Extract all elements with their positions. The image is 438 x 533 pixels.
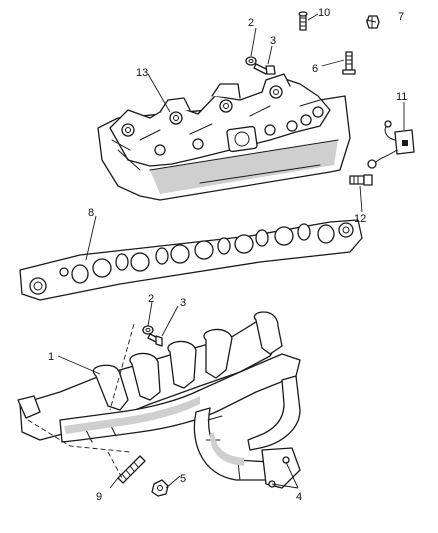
alignment-line-1 bbox=[109, 323, 135, 411]
callout-3-top: 3 bbox=[270, 35, 276, 47]
callout-4: 4 bbox=[296, 491, 302, 503]
callout-7: 7 bbox=[398, 11, 404, 23]
bolt-top bbox=[253, 63, 276, 75]
oxygen-sensor bbox=[367, 120, 415, 169]
exhaust-gasket bbox=[19, 219, 363, 301]
intake-manifold bbox=[97, 73, 351, 201]
callout-2-bottom: 2 bbox=[148, 293, 154, 305]
callout-12: 12 bbox=[354, 213, 366, 225]
washer-top bbox=[245, 56, 257, 66]
alignment-line-2 bbox=[27, 419, 131, 453]
callout-11: 11 bbox=[396, 91, 407, 103]
fitting-12 bbox=[349, 174, 373, 186]
callout-10: 10 bbox=[318, 7, 330, 19]
nut-5 bbox=[151, 479, 169, 497]
sensor-6 bbox=[342, 51, 356, 75]
callout-13: 13 bbox=[136, 67, 148, 79]
callout-9: 9 bbox=[96, 491, 102, 503]
stud-9 bbox=[117, 455, 146, 484]
callout-6: 6 bbox=[312, 63, 318, 75]
washer-mid bbox=[142, 325, 154, 335]
callout-2-top: 2 bbox=[248, 17, 254, 29]
callout-5: 5 bbox=[180, 473, 186, 485]
mid-hardware bbox=[142, 325, 163, 347]
callout-labels: 2 3 10 7 6 13 11 12 8 2 3 1 4 9 5 bbox=[48, 7, 407, 503]
callout-1: 1 bbox=[48, 351, 54, 363]
stud-10 bbox=[298, 11, 308, 31]
bolt-mid bbox=[147, 333, 163, 347]
nut-7 bbox=[366, 15, 380, 29]
leader-lines bbox=[57, 13, 405, 489]
exhaust-manifold bbox=[17, 311, 301, 489]
top-hardware bbox=[245, 11, 380, 75]
alignment-line-3 bbox=[107, 451, 123, 479]
callout-3-bottom: 3 bbox=[180, 297, 186, 309]
callout-8: 8 bbox=[88, 207, 94, 219]
